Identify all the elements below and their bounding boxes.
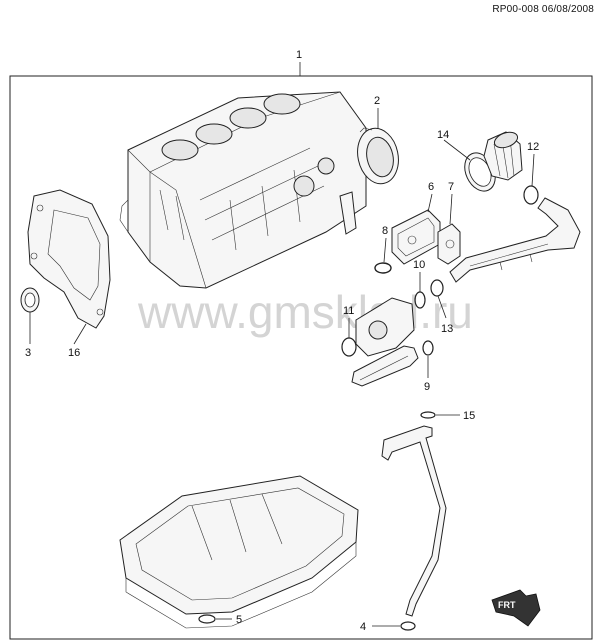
callout-1: 1	[296, 49, 302, 61]
front-direction-label: FRT	[498, 600, 516, 610]
document-reference: RP00-008 06/08/2008	[492, 4, 594, 15]
clamp-12	[523, 185, 539, 205]
coolant-outlet-housing	[341, 297, 415, 357]
front-direction-marker: FRT	[491, 589, 541, 627]
drain-plug-seal	[198, 614, 216, 624]
dipstick-seal-4	[400, 621, 416, 631]
leader-lines	[29, 62, 535, 627]
oil-cooler-tube	[449, 197, 581, 283]
o-ring-9	[422, 340, 434, 356]
oil-dipstick-tube	[381, 425, 447, 617]
rear-crankshaft-seal	[357, 127, 399, 185]
front-crankshaft-seal	[20, 287, 40, 313]
callouts: 1 2 3 4 5 6 7 8 9 10 11 12 13 14 15 16	[25, 49, 539, 633]
callout-5: 5	[236, 614, 242, 626]
callout-10: 10	[413, 259, 425, 271]
callout-14: 14	[437, 129, 449, 141]
callout-12: 12	[527, 141, 539, 153]
oil-pan	[119, 475, 359, 629]
callout-8: 8	[382, 225, 388, 237]
callout-7: 7	[448, 181, 454, 193]
callout-6: 6	[428, 181, 434, 193]
dipstick-seal-15	[420, 411, 436, 419]
callout-9: 9	[424, 381, 430, 393]
callout-2: 2	[374, 95, 380, 107]
engine-block	[119, 91, 367, 289]
coolant-pipe	[351, 345, 419, 387]
callout-4: 4	[360, 621, 366, 633]
oil-cooler-gasket-7	[437, 223, 461, 265]
callout-13: 13	[441, 323, 453, 335]
front-cover-gasket	[27, 189, 111, 329]
callout-3: 3	[25, 347, 31, 359]
assembly-frame	[9, 75, 593, 640]
callout-16: 16	[68, 347, 80, 359]
oil-filter-cap-assembly	[464, 131, 523, 192]
callout-15: 15	[463, 410, 475, 422]
o-ring-13	[430, 279, 444, 297]
oil-cooler-gasket-6	[391, 209, 441, 265]
seal-ring-8	[374, 262, 392, 274]
callout-11: 11	[343, 305, 354, 317]
